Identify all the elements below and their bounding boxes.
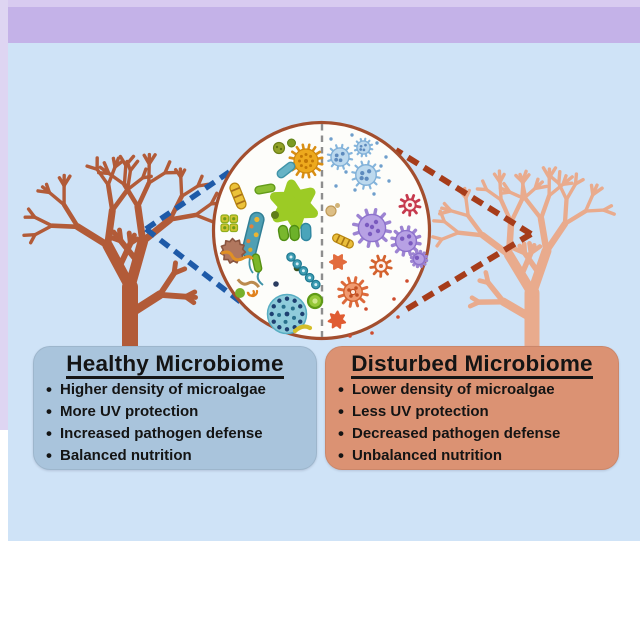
- healthy-microbiome-panel: Healthy Microbiome Higher density of mic…: [33, 346, 317, 470]
- left-margin-strip: [0, 0, 8, 430]
- bullet-item: More UV protection: [46, 401, 317, 423]
- bullet-item: Less UV protection: [338, 401, 619, 423]
- bullet-item: Unbalanced nutrition: [338, 445, 619, 467]
- header-band: [8, 7, 640, 43]
- bullet-item: Lower density of microalgae: [338, 379, 619, 401]
- healthy-coral-illustration: [22, 152, 225, 359]
- microbiome-circle: [211, 120, 432, 341]
- bullet-item: Balanced nutrition: [46, 445, 317, 467]
- healthy-panel-title: Healthy Microbiome: [39, 351, 311, 379]
- healthy-panel-bullets: Higher density of microalgaeMore UV prot…: [33, 379, 317, 467]
- disturbed-connector-lines: [394, 147, 533, 315]
- bullet-item: Increased pathogen defense: [46, 423, 317, 445]
- disturbed-coral-illustration: [431, 166, 616, 361]
- bullet-item: Higher density of microalgae: [46, 379, 317, 401]
- top-margin-strip: [8, 0, 640, 7]
- bullet-item: Decreased pathogen defense: [338, 423, 619, 445]
- disturbed-panel-bullets: Lower density of microalgaeLess UV prote…: [325, 379, 619, 467]
- disturbed-microbiome-panel: Disturbed Microbiome Lower density of mi…: [325, 346, 619, 470]
- disturbed-panel-title: Disturbed Microbiome: [331, 351, 613, 379]
